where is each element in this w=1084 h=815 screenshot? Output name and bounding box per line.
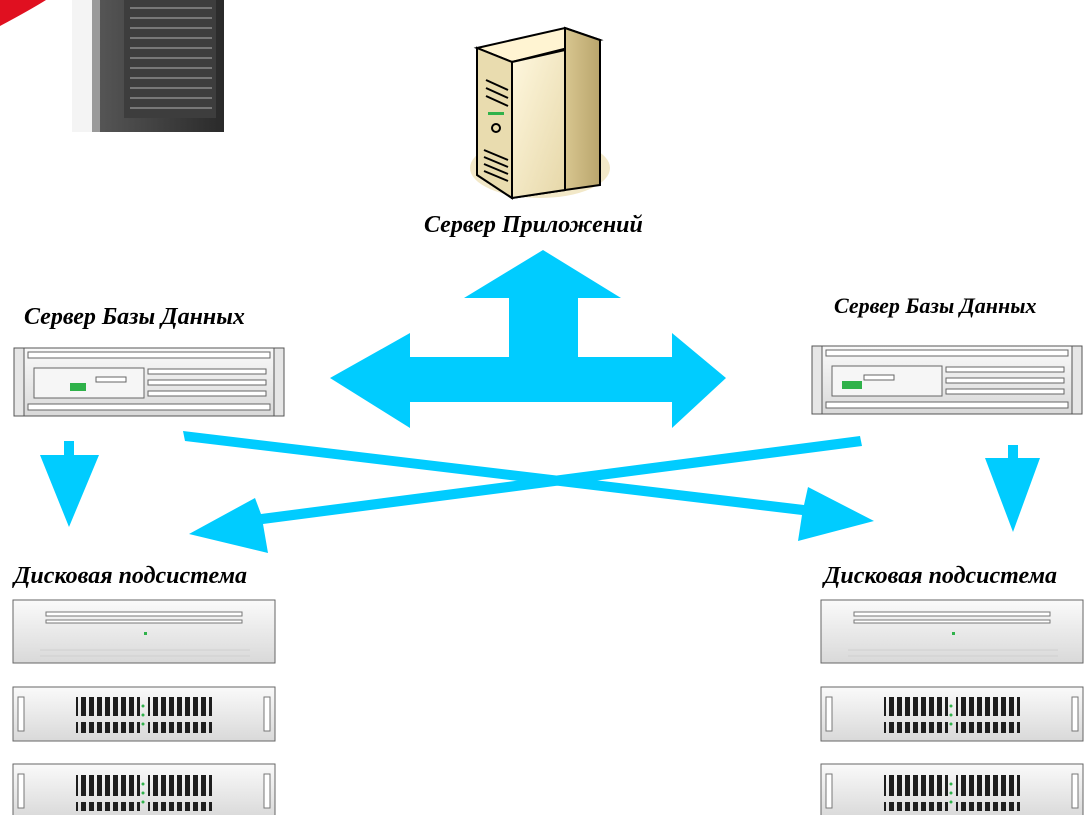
app-server-icon [470, 26, 610, 200]
central-double-arrow [330, 250, 726, 428]
db-server-left-icon [13, 347, 285, 417]
disk-subsystem-left-label: Дисковая подсистема [14, 563, 248, 589]
disk-shelf-left-2-icon [12, 763, 276, 815]
tower-server-icon [72, 0, 224, 132]
cross-arrow-left-to-right [183, 431, 874, 541]
cross-arrow-right-to-left [189, 436, 862, 553]
disk-shelf-left-1-icon [12, 686, 276, 742]
disk-controller-left-icon [12, 599, 276, 664]
app-server-label: Сервер Приложений [424, 212, 643, 238]
db-server-right-icon [811, 345, 1083, 415]
disk-controller-right-icon [820, 599, 1084, 664]
red-swoosh-icon [0, 0, 46, 26]
db-server-right-label: Сервер Базы Данных [834, 293, 1037, 318]
disk-subsystem-right [820, 599, 1084, 815]
disk-subsystem-right-label: Дисковая подсистема [824, 563, 1058, 589]
disk-shelf-right-2-icon [820, 763, 1084, 815]
down-arrow-left [40, 441, 99, 527]
db-server-left-label: Сервер Базы Данных [24, 304, 245, 330]
disk-subsystem-left [12, 599, 276, 815]
disk-shelf-right-1-icon [820, 686, 1084, 742]
down-arrow-right [985, 445, 1040, 532]
